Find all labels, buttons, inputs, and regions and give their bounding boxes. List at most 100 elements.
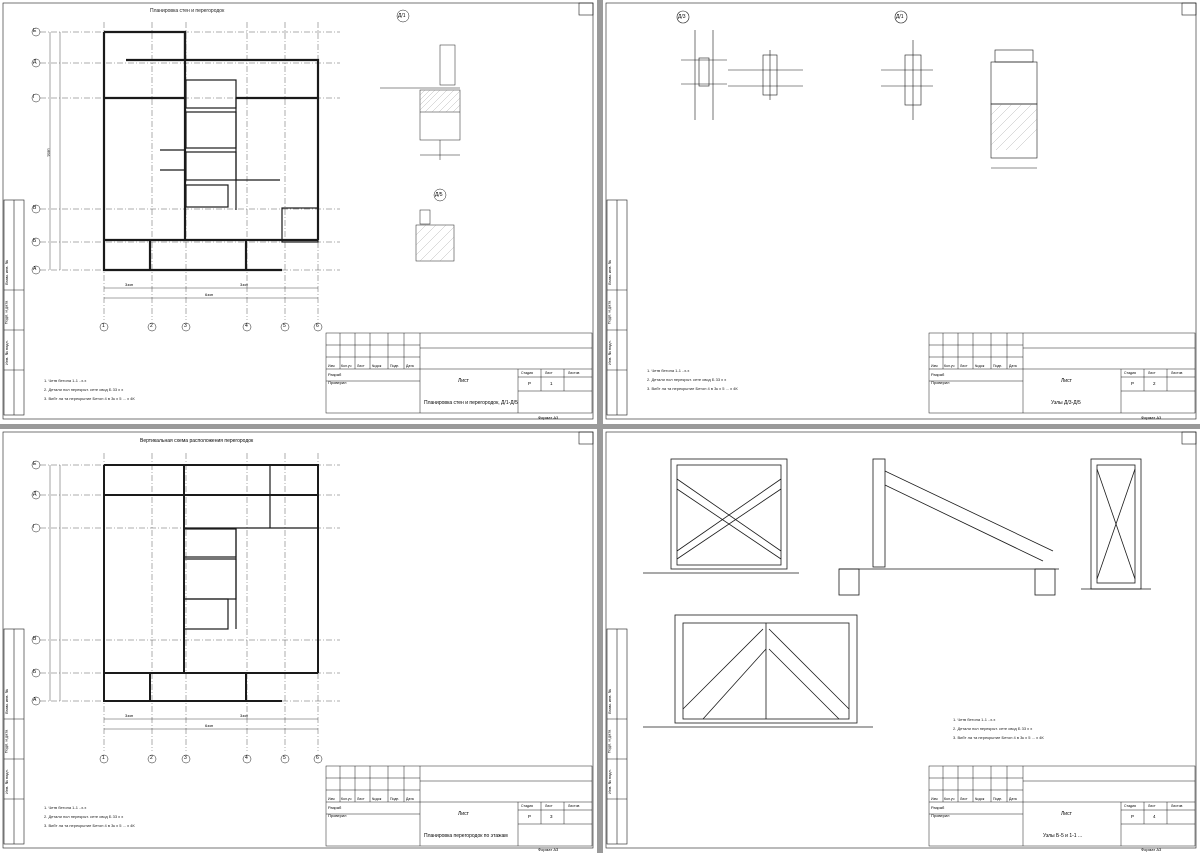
note-1: 1. Четв бетона 1-1 ..х.х	[44, 805, 87, 810]
dim-bottom-b: 3ззп	[240, 713, 249, 718]
axis-label-g: Г	[33, 524, 36, 530]
note-3: 3. Вибт ла та перекрытие Бетон 4 в 3к х …	[44, 396, 135, 401]
axis-label-5: 5	[283, 755, 286, 761]
dim-bottom-b: 3ззп	[240, 282, 249, 287]
stamp-row-date: Дата	[406, 364, 414, 368]
stamp-format: Формат А3	[1141, 847, 1162, 852]
stamp-col-stage: Стадия	[521, 371, 533, 375]
sheet-4-drawing	[605, 431, 1197, 849]
sheet-1-drawing	[2, 2, 594, 420]
stamp-col-sheet: Лист	[1148, 371, 1156, 375]
dim-left: 9ззп	[45, 148, 51, 157]
stamp-plan-title: Планировка стен и перегородок, Д/1-Д/5	[424, 400, 518, 406]
stamp-row-izm: Изм	[931, 797, 938, 801]
stamp-stage: Р	[1131, 381, 1135, 386]
stamp-row-izm: Изм	[328, 364, 335, 368]
stamp-plan-title: Планировка перегородок по этажам	[424, 833, 508, 839]
stamp-sheet-no: 4	[1153, 814, 1156, 819]
side-strip-1: Взам. инв. №	[3, 260, 9, 285]
note-3: 3. Вибт ла та перекрытие Бетон 4 в 3к х …	[44, 823, 135, 828]
stamp-stage: Р	[528, 381, 532, 386]
stamp-row-izm: Изм	[931, 364, 938, 368]
axis-label-2: 2	[150, 323, 153, 329]
stamp-row-list: Лист	[357, 364, 365, 368]
stamp-row-kol: Кол.уч	[944, 797, 955, 801]
side-strip-1: Взам. инв. №	[3, 689, 9, 714]
stamp-sheet-no: 1	[550, 381, 553, 386]
stamp-row-doc: №док	[372, 364, 382, 368]
stamp-stage: Р	[528, 814, 532, 819]
note-3: 3. Вибт ла та перекрытие Бетон 4 в 3к х …	[953, 735, 1044, 740]
note-1: 1. Четв бетона 1-1 ..х.х	[44, 378, 87, 383]
axis-label-a: А	[33, 697, 37, 703]
stamp-row-doc: №док	[372, 797, 382, 801]
stamp-row-kol: Кол.уч	[944, 364, 955, 368]
stamp-col-sheets: Листов	[568, 371, 580, 375]
stamp-row-kol: Кол.уч	[341, 797, 352, 801]
stamp-row-sign: Подп.	[993, 364, 1003, 368]
side-strip-3: Инв. № подл.	[606, 769, 612, 794]
detail-mark-d1: Д/1	[398, 13, 406, 19]
axis-label-g: Г	[33, 94, 36, 100]
axis-label-1: 1	[102, 755, 105, 761]
stamp-dev: Разраб	[328, 805, 342, 810]
side-strip-2: Подп. и дата	[606, 729, 612, 754]
stamp-col-stage: Стадия	[1124, 371, 1136, 375]
stamp-format: Формат А3	[538, 415, 559, 420]
stamp-sheet-title: Лист	[458, 811, 469, 817]
side-strip-1: Взам. инв. №	[606, 689, 612, 714]
stamp-sheet-no: 2	[1153, 381, 1156, 386]
stamp-row-list: Лист	[960, 364, 968, 368]
side-strip-2: Подп. и дата	[606, 300, 612, 325]
axis-label-b: Б	[33, 669, 37, 675]
note-3: 3. Вибт ла та перекрытие Бетон 4 в 3к х …	[647, 386, 738, 391]
axis-label-6: 6	[316, 755, 319, 761]
side-strip-3: Инв. № подл.	[3, 769, 9, 794]
axis-label-e: Е	[33, 28, 37, 34]
stamp-col-sheet: Лист	[1148, 804, 1156, 808]
sheet-4: 1. Четв бетона 1-1 ..х.х 2. Детали пол п…	[603, 429, 1200, 853]
note-2: 2. Детали пол перекрыт. сете свод Б 33 х…	[953, 726, 1033, 731]
stamp-row-kol: Кол.уч	[341, 364, 352, 368]
detail-mark-d1b: Д/1	[896, 14, 904, 20]
stamp-row-list: Лист	[357, 797, 365, 801]
dim-bottom-a: 3ззп	[125, 282, 134, 287]
dim-total: 6ззп	[205, 292, 214, 297]
stamp-col-sheet: Лист	[545, 804, 553, 808]
stamp-col-sheet: Лист	[545, 371, 553, 375]
note-2: 2. Детали пол перекрыт. сете свод Б 33 х…	[647, 377, 727, 382]
stamp-row-sign: Подп.	[390, 364, 400, 368]
axis-label-1: 1	[102, 323, 105, 329]
stamp-check: Проверил	[328, 813, 347, 818]
stamp-sheet-title: Лист	[1061, 378, 1072, 384]
axis-label-v: В	[33, 205, 37, 211]
stamp-row-date: Дата	[406, 797, 414, 801]
side-strip-3: Инв. № подл.	[3, 340, 9, 365]
stamp-col-sheets: Листов	[568, 804, 580, 808]
axis-label-a: А	[33, 266, 37, 272]
note-1: 1. Четв бетона 1-1 ..х.х	[953, 717, 996, 722]
sheet-1: Планировка стен и перегородок Е Д Г В Б …	[0, 0, 597, 424]
axis-label-2: 2	[150, 755, 153, 761]
stamp-format: Формат А3	[1141, 415, 1162, 420]
stamp-check: Проверил	[328, 380, 347, 385]
side-strip-1: Взам. инв. №	[606, 260, 612, 285]
axis-label-d: Д	[33, 59, 37, 65]
stamp-stage: Р	[1131, 814, 1135, 819]
detail-mark-d5: Д/5	[435, 192, 443, 198]
note-2: 2. Детали пол перекрыт. сете свод Б 33 х…	[44, 814, 124, 819]
axis-label-4: 4	[245, 323, 248, 329]
stamp-dev: Разраб	[931, 372, 945, 377]
stamp-col-stage: Стадия	[1124, 804, 1136, 808]
stamp-sheet-title: Лист	[1061, 811, 1072, 817]
sheet-2: Д/3 Д/1 1. Четв бетона 1-1 ..х.х 2. Дета…	[603, 0, 1200, 424]
stamp-row-sign: Подп.	[390, 797, 400, 801]
notes: 1. Четв бетона 1-1 ..х.х 2. Детали пол п…	[44, 376, 135, 403]
axis-label-6: 6	[316, 323, 319, 329]
stamp-row-doc: №док	[975, 797, 985, 801]
stamp-row-date: Дата	[1009, 364, 1017, 368]
sheet-3-heading: Вертикальная схема расположения перегоро…	[140, 438, 254, 444]
stamp-col-stage: Стадия	[521, 804, 533, 808]
stamp-sheet-no: 3	[550, 814, 553, 819]
stamp-sheet-title: Лист	[458, 378, 469, 384]
